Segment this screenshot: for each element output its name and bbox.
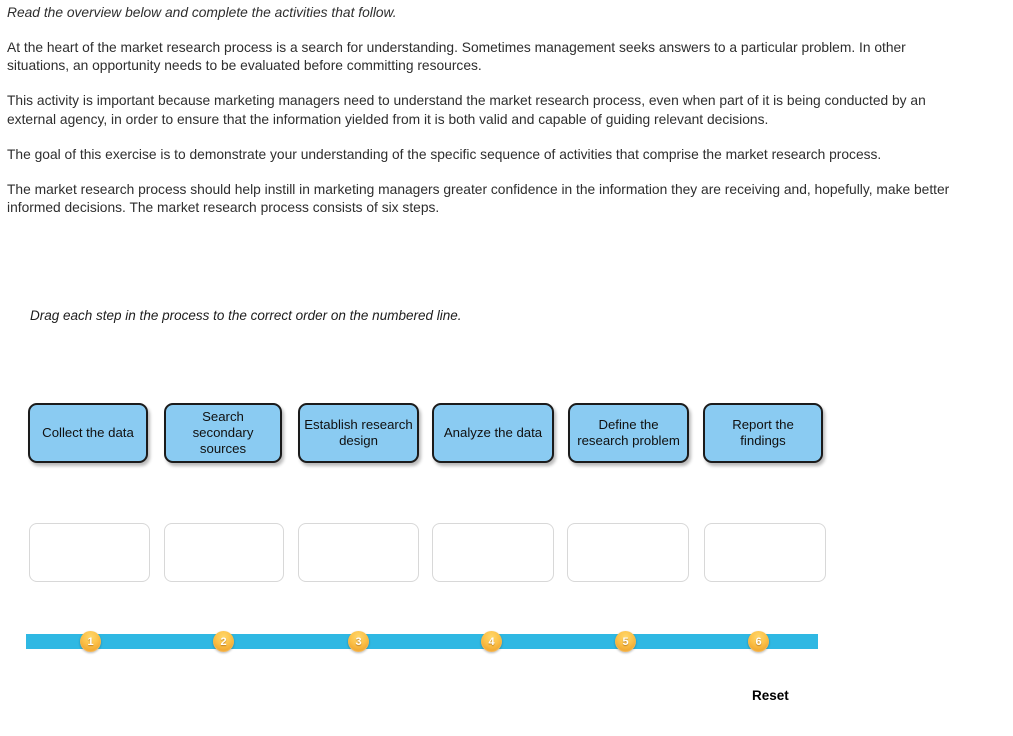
drop-slot[interactable]: [164, 523, 284, 582]
overview-paragraph-3: The goal of this exercise is to demonstr…: [7, 146, 882, 162]
overview-paragraph-4: The market research process should help …: [7, 182, 950, 216]
drop-slot[interactable]: [567, 523, 689, 582]
timeline-marker-5: 5: [615, 631, 636, 652]
overview-lead: Read the overview below and complete the…: [7, 5, 397, 20]
timeline-marker-1: 1: [80, 631, 101, 652]
timeline-marker-2: 2: [213, 631, 234, 652]
draggable-step-tile[interactable]: Report the findings: [703, 403, 823, 463]
numbered-timeline-bar: [26, 634, 818, 649]
drop-slot[interactable]: [298, 523, 419, 582]
timeline-marker-3: 3: [348, 631, 369, 652]
draggable-step-tile[interactable]: Define the research problem: [568, 403, 689, 463]
draggable-step-tile[interactable]: Analyze the data: [432, 403, 554, 463]
draggable-step-tile[interactable]: Collect the data: [28, 403, 148, 463]
drag-instruction: Drag each step in the process to the cor…: [30, 308, 462, 323]
drop-slot[interactable]: [704, 523, 826, 582]
reset-button[interactable]: Reset: [752, 688, 789, 703]
drop-slot[interactable]: [29, 523, 150, 582]
draggable-step-tile[interactable]: Search secondary sources: [164, 403, 282, 463]
overview-paragraph-1: At the heart of the market research proc…: [7, 40, 906, 74]
overview-paragraph-2: This activity is important because marke…: [7, 93, 926, 127]
timeline-marker-6: 6: [748, 631, 769, 652]
drop-slot[interactable]: [432, 523, 554, 582]
timeline-marker-4: 4: [481, 631, 502, 652]
overview-text-block: Read the overview below and complete the…: [7, 3, 957, 217]
draggable-step-tile[interactable]: Establish research design: [298, 403, 419, 463]
